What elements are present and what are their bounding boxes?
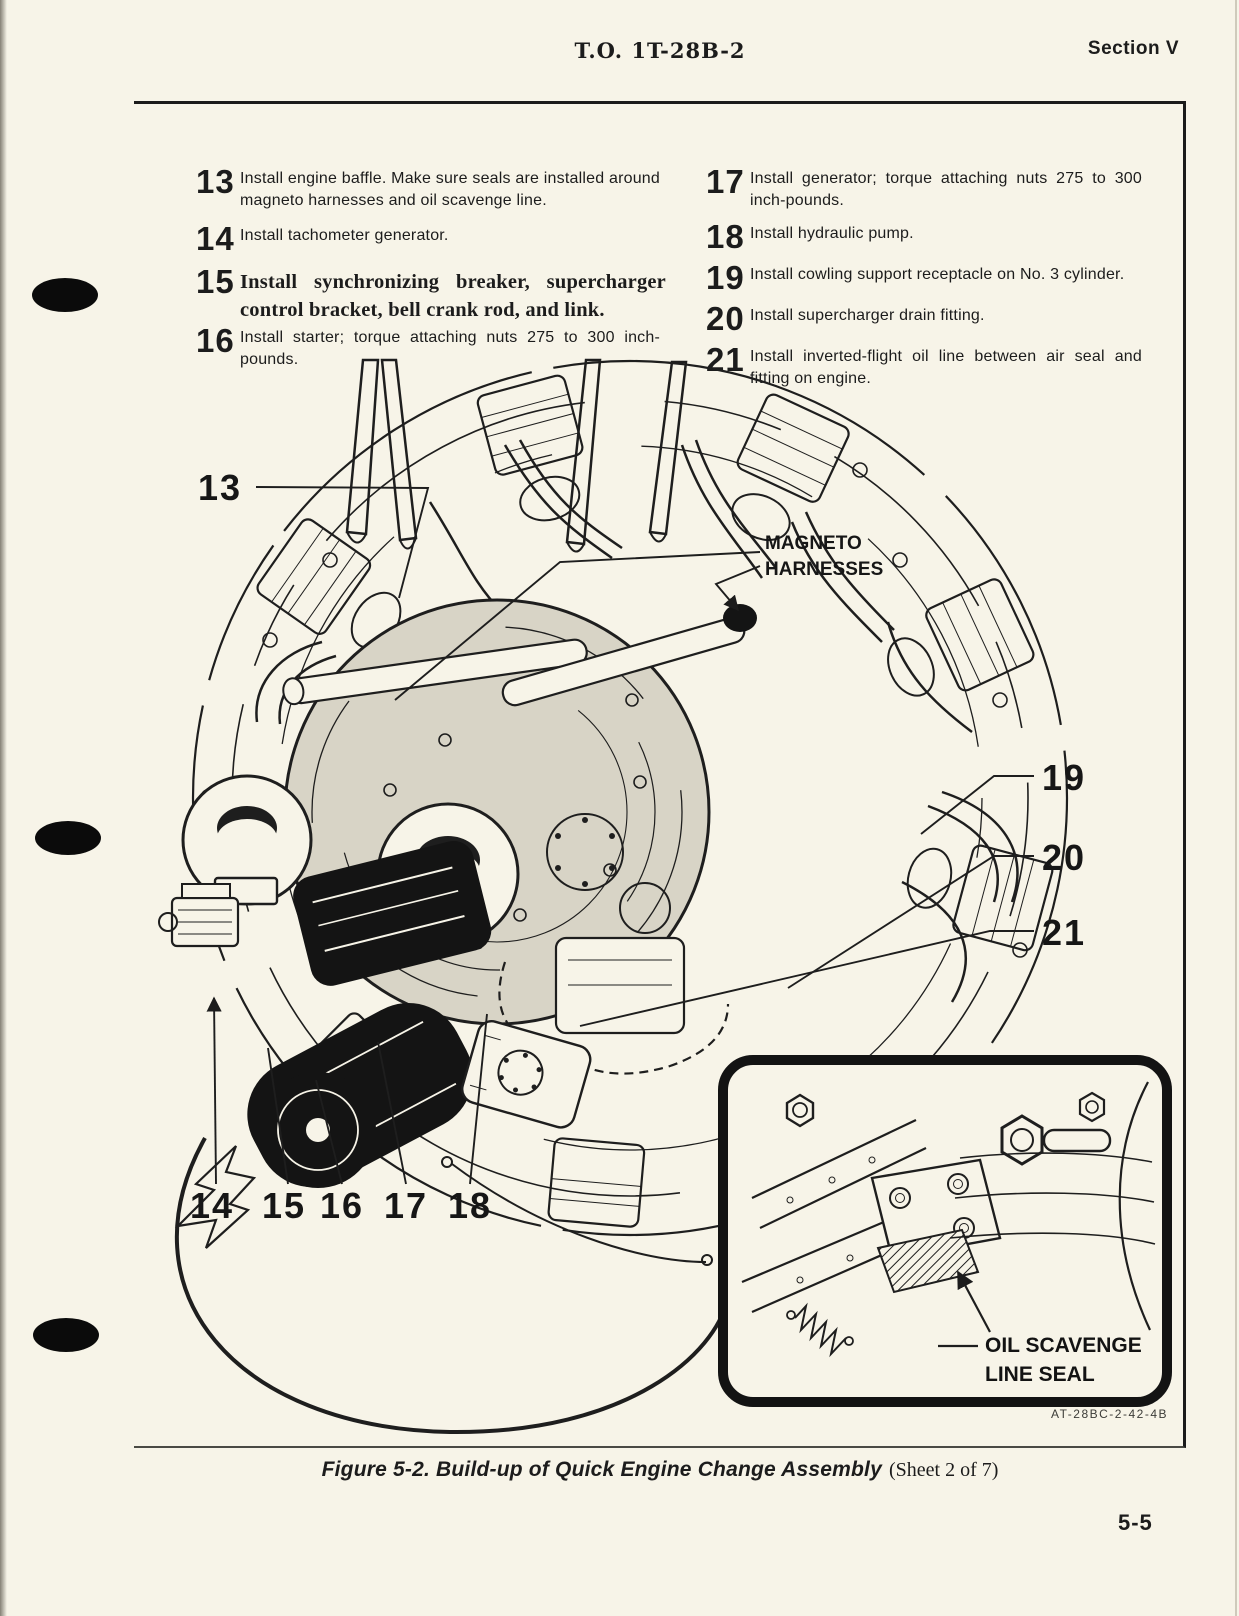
instruction-text: Install supercharger drain fitting.: [750, 307, 985, 324]
instruction-item: 18 Install hydraulic pump.: [706, 218, 1154, 255]
page-edge-shadow: [0, 0, 7, 1616]
oil-scavenge-label-line2: LINE SEAL: [985, 1363, 1095, 1386]
instruction-item: 17 Install generator; torque attaching n…: [706, 163, 1154, 212]
binder-hole: [33, 1318, 99, 1352]
inset-detail-box: OIL SCAVENGE LINE SEAL: [718, 1055, 1172, 1407]
instruction-text: Install synchronizing breaker, superchar…: [240, 271, 666, 321]
instruction-number: 17: [706, 163, 745, 200]
callout-19: 19: [1042, 757, 1086, 798]
callout-18: 18: [448, 1185, 492, 1226]
page-number: 5-5: [1118, 1510, 1153, 1535]
instruction-number: 14: [196, 220, 235, 257]
engine-pipes: [255, 439, 1019, 1003]
magneto-harnesses-label-line1: MAGNETO: [765, 533, 862, 554]
instruction-number: 19: [706, 259, 745, 296]
magneto-harness-grommet: [723, 604, 757, 632]
callout-leaders: [206, 486, 1034, 1185]
hydraulic-pump: [461, 1020, 592, 1129]
harness-loop: [174, 1137, 729, 1435]
section-label: Section V: [1087, 38, 1179, 59]
figure-image-code: AT-28BC-2-42-4B: [1051, 1407, 1168, 1421]
instruction-text: Install generator; torque attaching nuts…: [750, 170, 1142, 209]
starter: [293, 840, 492, 986]
instruction-text: Install inverted-flight oil line between…: [750, 348, 1142, 387]
instruction-text: Install hydraulic pump.: [750, 225, 914, 242]
instruction-number: 20: [706, 300, 745, 337]
figure-caption-main: Figure 5-2. Build-up of Quick Engine Cha…: [321, 1458, 882, 1481]
callout-13: 13: [198, 467, 242, 508]
instruction-item: 16 Install starter; torque attaching nut…: [196, 322, 666, 371]
instruction-text: Install starter; torque attaching nuts 2…: [240, 329, 660, 368]
page-edge-line: [1235, 0, 1237, 1616]
instruction-number: 15: [196, 263, 235, 300]
callout-21: 21: [1042, 912, 1086, 953]
instruction-text: Install engine baffle. Make sure seals a…: [240, 170, 660, 209]
white-block-arrow: [174, 1145, 257, 1249]
instruction-text: Install cowling support receptacle on No…: [750, 266, 1125, 283]
magneto-harnesses-label-line2: HARNESSES: [765, 559, 883, 580]
instruction-text: Install tachometer generator.: [240, 227, 449, 244]
instruction-number: 13: [196, 163, 235, 200]
instruction-item: 13 Install engine baffle. Make sure seal…: [196, 163, 666, 212]
generator: [247, 1003, 473, 1188]
callout-20: 20: [1042, 837, 1086, 878]
instruction-number: 18: [706, 218, 745, 255]
oil-scavenge-label-line1: OIL SCAVENGE: [985, 1334, 1142, 1357]
instructions-right-column: 17 Install generator; torque attaching n…: [706, 163, 1154, 401]
binder-hole: [35, 821, 101, 855]
instruction-item: 14 Install tachometer generator.: [196, 220, 666, 257]
figure-caption: Figure 5-2. Build-up of Quick Engine Cha…: [134, 1458, 1186, 1482]
callout-15: 15: [262, 1185, 306, 1226]
instruction-item: 19 Install cowling support receptacle on…: [706, 259, 1154, 296]
instruction-item: 15 Install synchronizing breaker, superc…: [196, 263, 666, 324]
content-box: 13 Install engine baffle. Make sure seal…: [134, 101, 1186, 1448]
oil-scavenge-line-seal: [876, 1228, 980, 1294]
instruction-item: 20 Install supercharger drain fitting.: [706, 300, 1154, 337]
instructions-left-column: 13 Install engine baffle. Make sure seal…: [196, 163, 666, 384]
tachometer-generator: [158, 883, 240, 948]
lifting-slings: [345, 358, 688, 553]
callout-14: 14: [190, 1185, 234, 1226]
figure-caption-sheet: (Sheet 2 of 7): [888, 1459, 999, 1481]
drain-hose: [441, 1156, 713, 1266]
binder-hole: [32, 278, 98, 312]
callout-16: 16: [320, 1185, 364, 1226]
pushrod-tubes: [282, 604, 757, 707]
instruction-number: 16: [196, 322, 235, 359]
doc-number: T.O. 1T-28B-2: [574, 38, 746, 63]
callout-17: 17: [384, 1185, 428, 1226]
